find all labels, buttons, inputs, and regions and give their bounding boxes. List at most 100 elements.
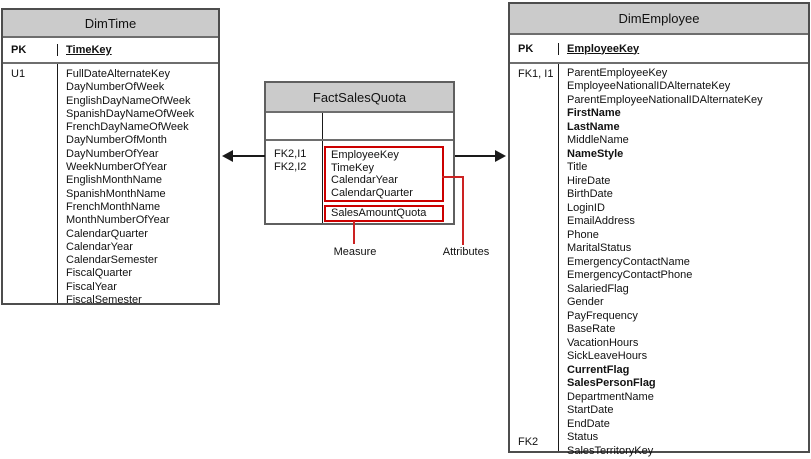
arrow-right-icon	[495, 150, 506, 162]
table-dimemployee-title: DimEmployee	[510, 4, 808, 35]
field-item: EmailAddress	[567, 215, 635, 228]
field-column	[322, 141, 453, 223]
field-item: CalendarSemester	[66, 254, 158, 267]
field-item: FiscalSemester	[66, 294, 142, 307]
table-factsalesquota-pk-row	[266, 113, 453, 141]
field-item: MaritalStatus	[567, 242, 632, 255]
field-item: SalesPersonFlag	[567, 377, 656, 390]
pk-field-name: TimeKey	[66, 44, 112, 56]
measure-field-list: SalesAmountQuota	[326, 207, 442, 220]
field-item: FK2,I2	[274, 161, 307, 174]
field-item: NameStyle	[567, 147, 624, 160]
table-dimtime-pk-row: PK TimeKey	[3, 38, 218, 64]
pk-field-cell	[322, 113, 453, 139]
fk-label-top: FK1, I1	[518, 68, 554, 80]
field-item: EmployeeNationalIDAlternateKey	[567, 80, 731, 93]
field-item: ParentEmployeeNationalIDAlternateKey	[567, 93, 763, 106]
field-item: FullDateAlternateKey	[66, 68, 170, 80]
field-item: CalendarYear	[66, 240, 133, 253]
field-item: SalariedFlag	[567, 282, 629, 295]
field-item: EnglishDayNameOfWeek	[66, 94, 191, 107]
field-item: CalendarQuarter	[331, 187, 413, 200]
field-item: TimeKey	[331, 161, 374, 174]
field-item: FrenchDayNameOfWeek	[66, 121, 189, 134]
pk-key-cell: PK	[3, 44, 57, 56]
field-item: FiscalYear	[66, 280, 117, 293]
pk-label: PK	[518, 42, 534, 55]
field-item: MonthNumberOfYear	[66, 214, 170, 227]
field-item: ParentEmployeeKey	[567, 67, 668, 79]
field-item: SalesTerritoryKey	[567, 444, 654, 457]
pk-key-cell	[266, 113, 322, 139]
key-column: FK1, I1 FK2	[510, 64, 558, 451]
field-item: EnglishMonthName	[66, 174, 162, 187]
field-item: SickLeaveHours	[567, 350, 648, 363]
pk-field-cell: TimeKey	[57, 44, 218, 56]
field-item: EmergencyContactPhone	[567, 269, 693, 282]
field-item: LastName	[567, 120, 620, 133]
field-item: DayNumberOfMonth	[66, 134, 167, 147]
key-column: U1	[3, 64, 57, 303]
unique-key-label: U1	[11, 68, 26, 80]
relationship-line-dimtime	[228, 155, 265, 157]
field-item: BaseRate	[567, 323, 616, 336]
table-factsalesquota-title: FactSalesQuota	[266, 83, 453, 113]
pk-key-cell: PK	[510, 43, 558, 55]
field-item: CalendarYear	[331, 174, 398, 187]
field-item: Status	[567, 431, 599, 444]
table-dimtime: DimTime PK TimeKey U1 FullDateAlternateK…	[1, 8, 220, 306]
field-item: DayNumberOfYear	[66, 147, 159, 160]
field-item: BirthDate	[567, 188, 613, 201]
relationship-line-dimemployee	[455, 155, 496, 157]
pk-field-cell: EmployeeKey	[558, 42, 808, 55]
field-item: DayNumberOfWeek	[66, 81, 165, 94]
field-item: EmergencyContactName	[567, 255, 690, 268]
field-item: EmployeeKey	[331, 149, 399, 161]
field-item: HireDate	[567, 174, 611, 187]
attributes-connector-line-vertical	[462, 176, 464, 245]
field-item: FirstName	[567, 107, 621, 120]
table-dimemployee: DimEmployee PK EmployeeKey FK1, I1 FK2 P…	[508, 2, 810, 457]
field-item: SpanishDayNameOfWeek	[66, 107, 195, 120]
field-item: DepartmentName	[567, 390, 654, 403]
field-item: Phone	[567, 228, 599, 241]
table-dimtime-title: DimTime	[3, 10, 218, 38]
field-item: Title	[567, 161, 588, 174]
attributes-connector-line-horizontal	[442, 176, 464, 178]
table-dimemployee-pk-row: PK EmployeeKey	[510, 35, 808, 64]
field-item: EndDate	[567, 417, 610, 430]
field-item: FrenchMonthName	[66, 200, 161, 213]
fk-label-bottom: FK2	[518, 436, 539, 448]
field-item: SalesAmountQuota	[331, 207, 427, 219]
field-item: PayFrequency	[567, 309, 638, 322]
measure-connector-line	[353, 221, 355, 244]
field-item: VacationHours	[567, 336, 639, 349]
field-item: MiddleName	[567, 134, 629, 147]
arrow-left-icon	[222, 150, 233, 162]
pk-label: PK	[11, 44, 27, 56]
field-item: Gender	[567, 296, 604, 309]
field-item: FiscalQuarter	[66, 267, 133, 280]
field-item: CalendarQuarter	[66, 227, 148, 240]
field-item: WeekNumberOfYear	[66, 161, 167, 174]
measure-annotation-label: Measure	[333, 246, 377, 258]
field-item: FK2,I1	[274, 148, 307, 160]
measure-highlight-box: SalesAmountQuota	[324, 205, 444, 222]
field-item: StartDate	[567, 404, 614, 417]
field-item: LoginID	[567, 201, 605, 214]
field-item: CurrentFlag	[567, 363, 630, 376]
field-item: SpanishMonthName	[66, 187, 166, 200]
